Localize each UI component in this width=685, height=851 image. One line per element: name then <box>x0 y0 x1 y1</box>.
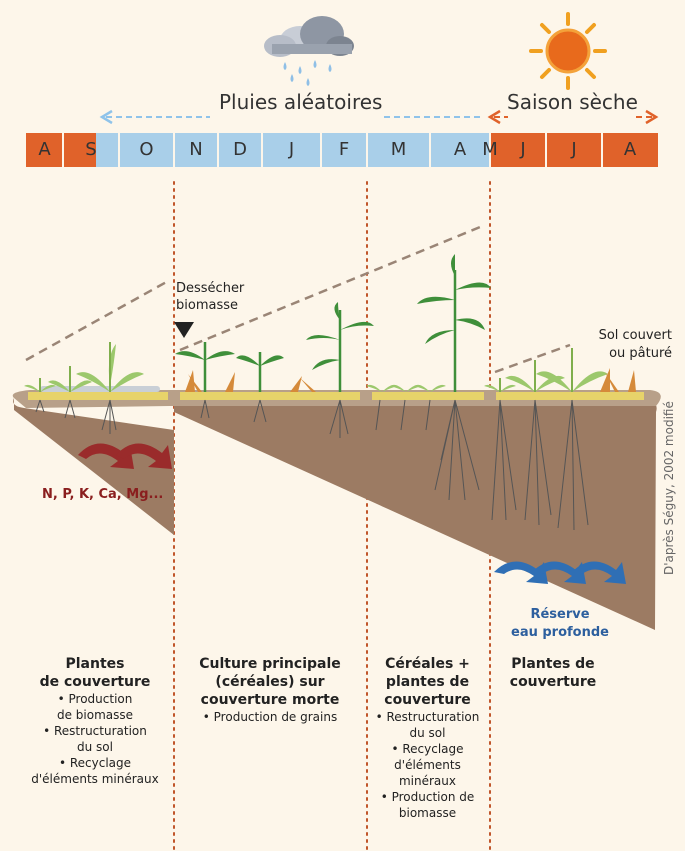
period-dividers <box>173 181 491 851</box>
column-heading: Céréales + plantes de couverture <box>384 656 471 708</box>
column-body: • Restructuration du sol • Recyclage d'é… <box>375 710 480 820</box>
nutrients-label: N, P, K, Ca, Mg... <box>42 487 164 502</box>
rain-season-arrow <box>99 109 484 125</box>
month-label: A <box>453 139 467 160</box>
month-label: J <box>288 139 295 160</box>
soil-covered-label: Sol couvert ou pâturé <box>598 328 672 361</box>
plants <box>24 254 636 392</box>
column-4: Plantes de couverture <box>493 655 613 691</box>
dry-season-arrow <box>487 109 659 125</box>
month-label: D <box>233 139 247 160</box>
month-label: J <box>571 139 577 160</box>
rain-season-label: Pluies aléatoires <box>219 90 383 114</box>
month-label: J <box>520 139 526 160</box>
month-label: M <box>482 139 498 160</box>
month-label: A <box>38 139 51 160</box>
reserve-label: Réserve eau profonde <box>511 607 609 640</box>
dry-season-label: Saison sèche <box>507 90 638 114</box>
month-label: S <box>85 139 97 160</box>
credit-label: D'après Séguy, 2002 modifié <box>662 401 676 575</box>
marker-triangle-icon <box>174 322 194 338</box>
column-heading: Culture principale (céréales) sur couver… <box>199 656 341 708</box>
column-1: Plantes de couverture • Production de bi… <box>20 655 170 787</box>
month-bar <box>26 133 658 167</box>
month-label: M <box>390 139 407 160</box>
column-2: Culture principale (céréales) sur couver… <box>180 655 360 725</box>
rain-cloud-icon <box>264 16 354 86</box>
month-label: A <box>623 139 637 160</box>
month-label: N <box>189 139 203 160</box>
water-arrows <box>494 561 626 584</box>
month-label: O <box>139 139 154 160</box>
dry-out-label: Dessécher biomasse <box>176 281 245 313</box>
growth-lines <box>25 223 571 374</box>
column-3: Céréales + plantes de couverture • Restr… <box>370 655 485 821</box>
nutrient-arrows <box>78 443 172 469</box>
roots <box>35 399 589 531</box>
column-body: • Production de biomasse • Restructurati… <box>31 692 159 786</box>
sun-icon <box>529 12 607 90</box>
column-heading: Plantes de couverture <box>39 656 151 690</box>
column-heading: Plantes de couverture <box>509 656 597 690</box>
column-body: • Production de grains <box>202 710 338 724</box>
month-label: F <box>338 139 350 160</box>
